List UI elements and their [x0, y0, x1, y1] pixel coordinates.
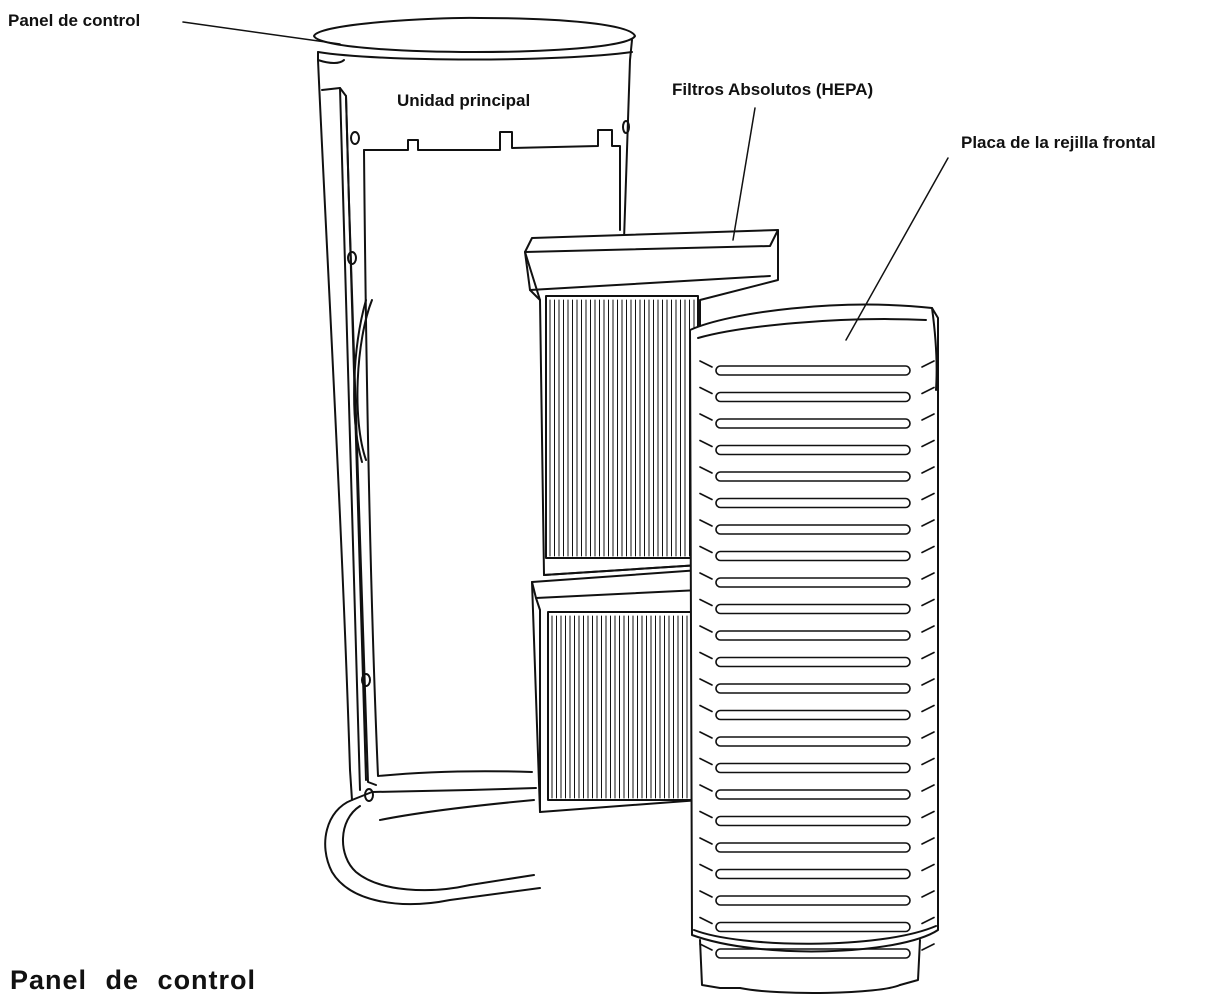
- label-control-panel: Panel de control: [8, 11, 141, 30]
- grille-slot: [715, 736, 911, 747]
- grille-slot: [715, 709, 911, 721]
- label-hepa-filters: Filtros Absolutos (HEPA): [672, 80, 874, 99]
- grille-slot: [715, 365, 911, 376]
- base: [324, 799, 541, 906]
- hepa-pleats-top: [549, 299, 695, 557]
- grille-rib: [699, 784, 935, 792]
- grille-rib: [699, 810, 935, 819]
- leader-control-panel: [182, 21, 341, 45]
- grille-rib: [699, 943, 935, 951]
- grille-rib: [699, 731, 935, 739]
- grille-rib: [699, 492, 935, 501]
- grille-slot: [715, 577, 911, 588]
- screw-hole: [347, 251, 357, 265]
- grille-rib: [699, 625, 935, 633]
- grille-rib: [699, 466, 935, 474]
- hepa-filter-top: [524, 229, 779, 576]
- grille-rib: [699, 413, 935, 421]
- grille-rib: [699, 704, 935, 713]
- leader-lines: [182, 21, 949, 341]
- grille-rib: [699, 386, 935, 395]
- grille-slot: [715, 948, 911, 959]
- section-heading: Panel de control: [10, 965, 257, 995]
- grille-rib: [699, 916, 935, 925]
- grille-rib: [699, 757, 935, 766]
- grille-rib: [699, 439, 935, 448]
- grille-slot: [715, 789, 911, 800]
- label-front-grille: Placa de la rejilla frontal: [961, 133, 1156, 152]
- grille-rib: [699, 360, 935, 368]
- leader-hepa: [732, 107, 756, 241]
- grille-slot: [715, 391, 911, 403]
- grille-slot: [715, 524, 911, 535]
- grille-slot: [715, 921, 911, 933]
- screw-hole: [364, 788, 374, 802]
- grille-rib: [699, 837, 935, 845]
- grille-rib: [699, 572, 935, 580]
- grille-slot: [715, 603, 911, 615]
- grille-slot: [715, 762, 911, 774]
- grille-slot: [715, 471, 911, 482]
- hepa-filter-bottom: [531, 569, 701, 813]
- grille-rib: [699, 545, 935, 554]
- leader-grille: [845, 157, 949, 341]
- screw-hole: [622, 120, 630, 134]
- grille-slot: [715, 815, 911, 827]
- grille-slot: [715, 444, 911, 456]
- grille-slots: [699, 360, 935, 959]
- grille-rib: [699, 863, 935, 872]
- grille-slot: [715, 683, 911, 694]
- grille-slot: [715, 418, 911, 429]
- screw-hole: [350, 131, 360, 145]
- grille-slot: [715, 656, 911, 668]
- main-unit: [313, 16, 636, 906]
- grille-rib: [699, 519, 935, 527]
- control-panel-disc: [313, 16, 636, 53]
- screw-hole: [361, 673, 371, 687]
- grille-rib: [699, 598, 935, 607]
- grille-slot: [715, 550, 911, 562]
- grille-slot: [715, 497, 911, 509]
- grille-rib: [699, 678, 935, 686]
- grille-rib: [699, 651, 935, 660]
- grille-slot: [715, 868, 911, 880]
- front-grille-plate: [689, 303, 939, 994]
- grille-slot: [715, 842, 911, 853]
- hepa-pleats-bottom: [551, 615, 697, 799]
- grille-slot: [715, 895, 911, 906]
- grille-slot: [715, 630, 911, 641]
- grille-rib: [699, 890, 935, 898]
- label-main-unit: Unidad principal: [397, 91, 531, 110]
